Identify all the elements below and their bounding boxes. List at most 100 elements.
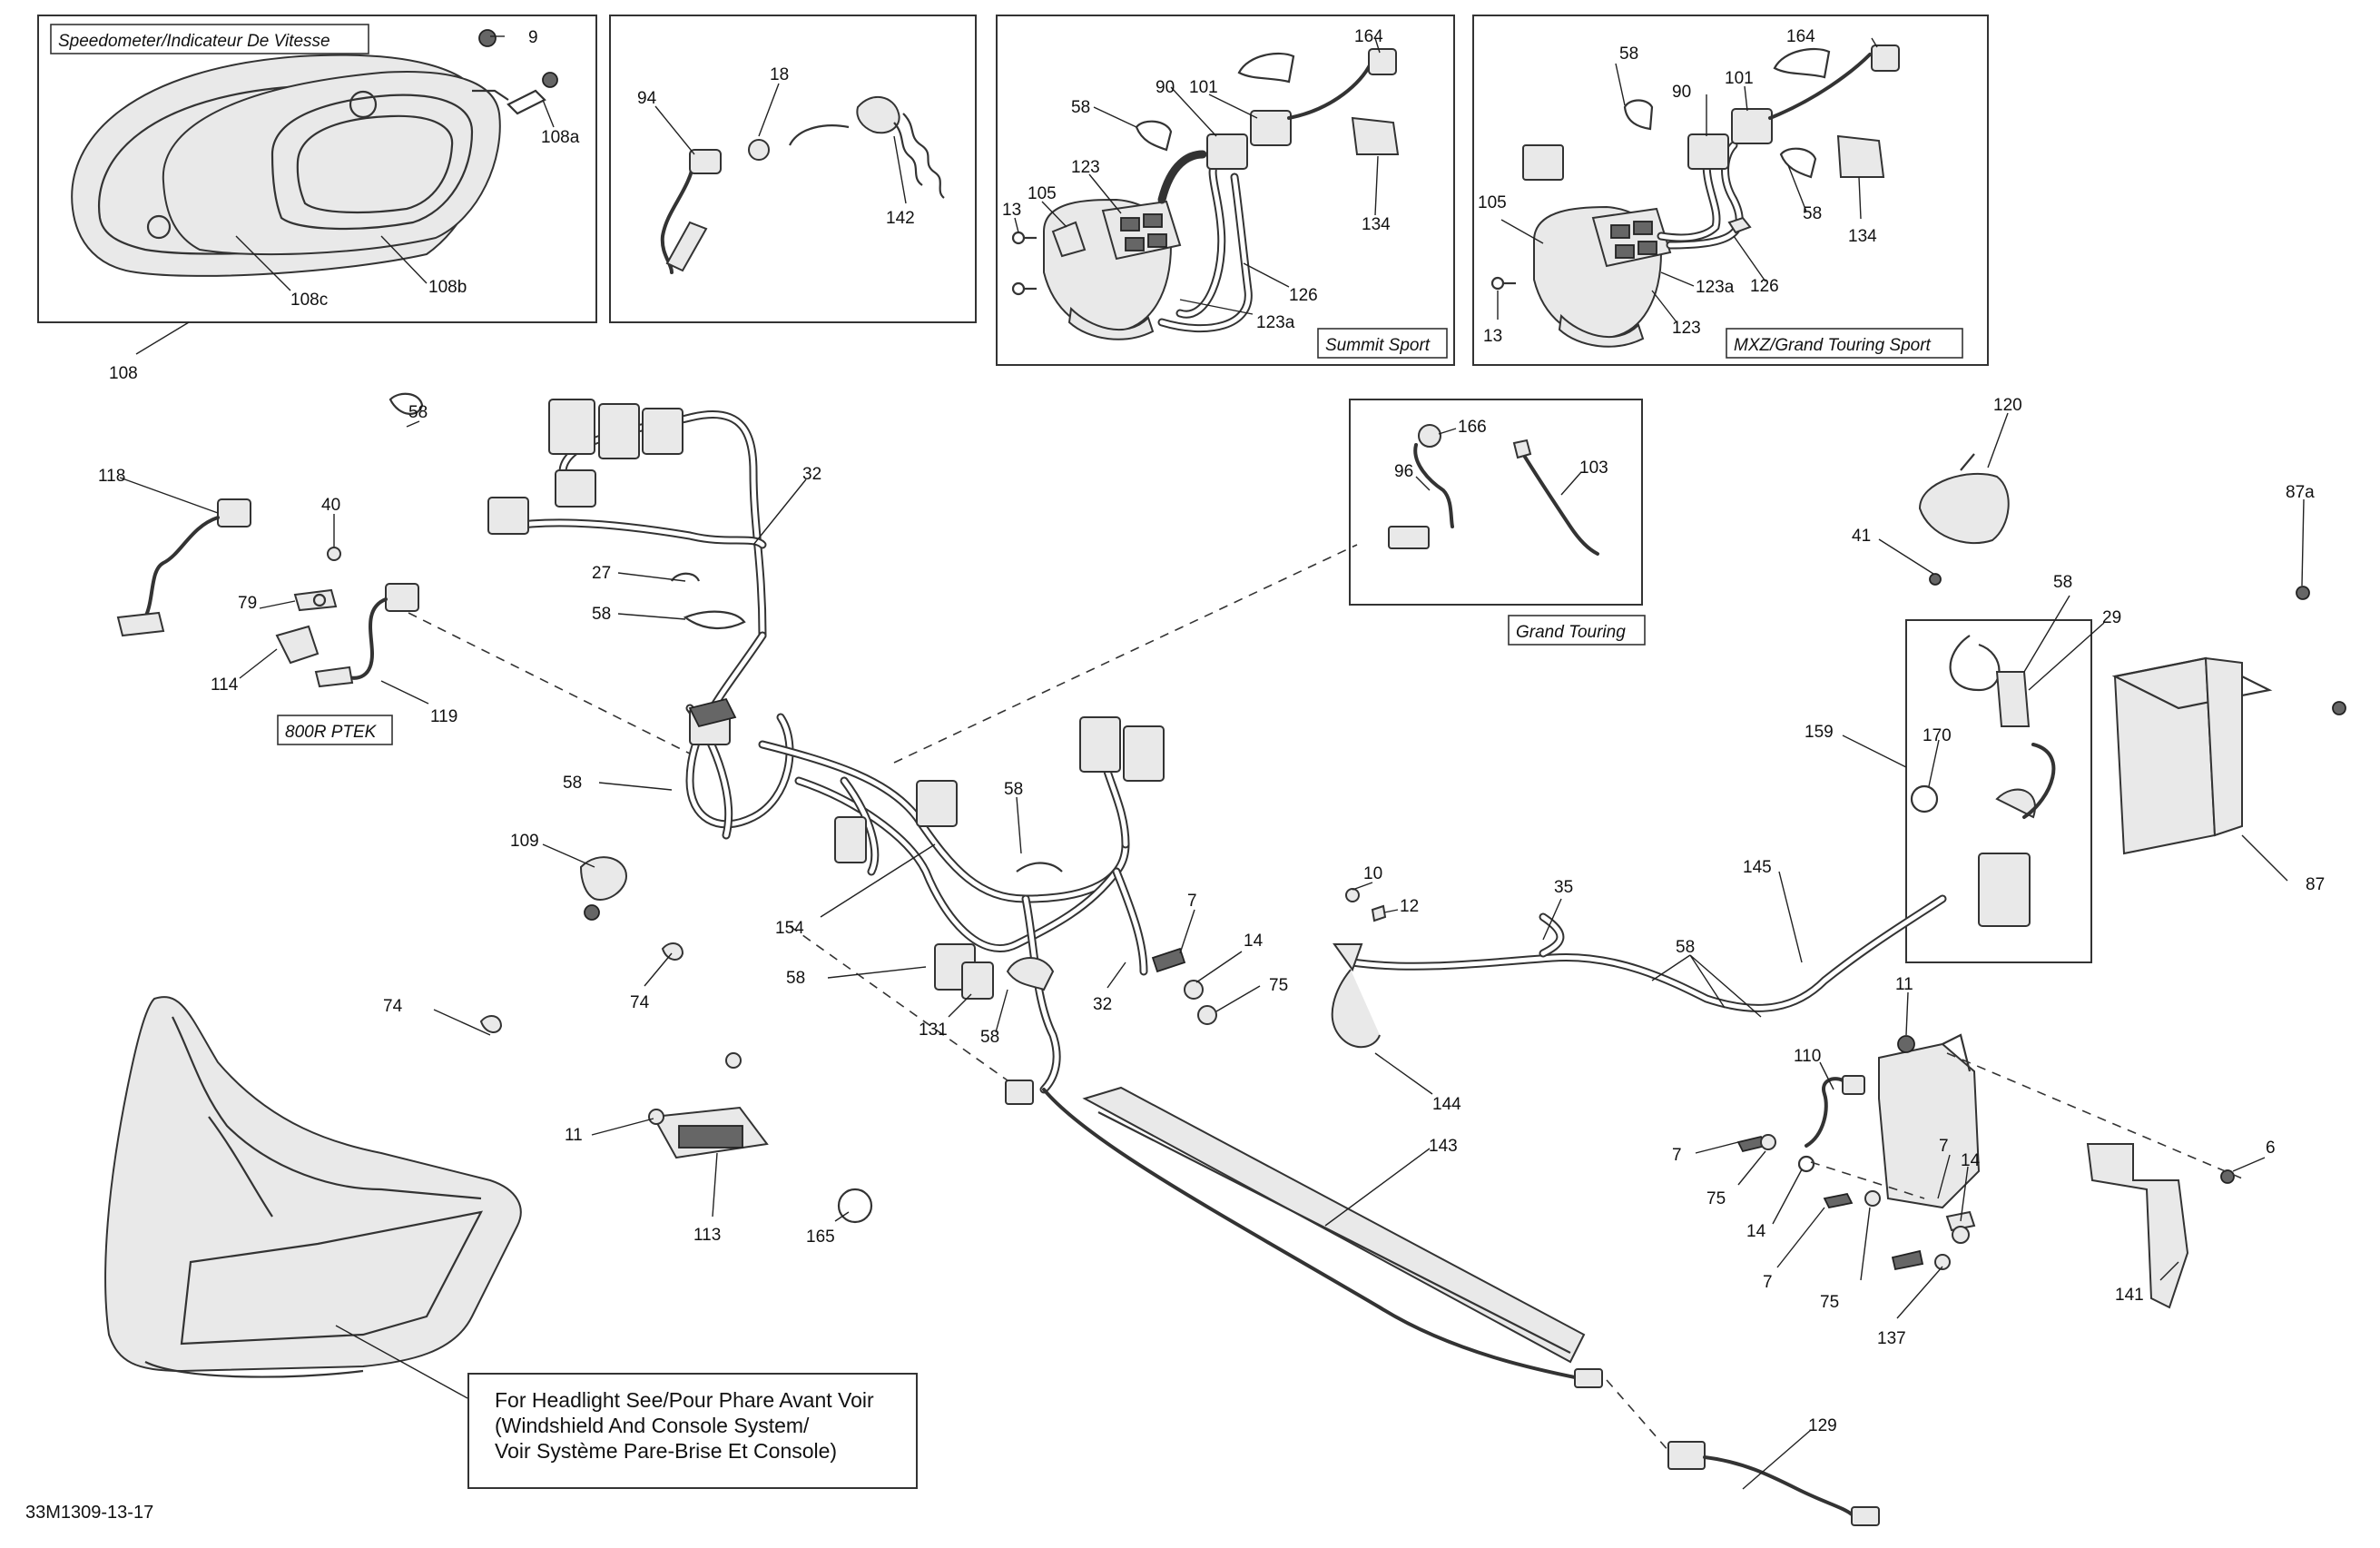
mxz-switch-inset-frame bbox=[1472, 15, 1989, 366]
callout-label: 123a bbox=[1256, 313, 1295, 332]
callout-label: 14 bbox=[1244, 932, 1264, 951]
callout-label: 126 bbox=[1289, 286, 1318, 305]
dashed-connector-129 bbox=[1606, 1379, 1671, 1454]
callout-label: 13 bbox=[1002, 201, 1021, 220]
dashed-connector-14 bbox=[1810, 1161, 1925, 1199]
callout-label: 108c bbox=[290, 291, 328, 310]
callout-label: 103 bbox=[1579, 458, 1608, 478]
callout-label: 90 bbox=[1156, 78, 1175, 97]
callout-label: 165 bbox=[806, 1228, 835, 1247]
callout-label: 75 bbox=[1269, 976, 1288, 995]
callout-label: 58 bbox=[2053, 573, 2072, 592]
callout-label: 134 bbox=[1848, 227, 1877, 246]
callout-label: 12 bbox=[1400, 897, 1419, 916]
mxz-switch-drawing bbox=[1490, 44, 1900, 348]
callout-label: 14 bbox=[1961, 1151, 1981, 1170]
summit-switch-inset-frame bbox=[996, 15, 1455, 366]
callout-label: 142 bbox=[886, 209, 915, 228]
callout-label: 13 bbox=[1483, 327, 1502, 346]
callout-label: 144 bbox=[1432, 1095, 1461, 1114]
mxz-inset-tag bbox=[1726, 328, 1963, 359]
callout-label: 7 bbox=[1939, 1137, 1949, 1156]
callout-label: 58 bbox=[786, 969, 805, 988]
callout-label: 119 bbox=[430, 707, 457, 726]
summit-switch-drawing bbox=[1011, 48, 1400, 340]
callout-label: 134 bbox=[1362, 215, 1391, 234]
speedometer-inset-label: Speedometer/Indicateur De Vitesse bbox=[58, 32, 330, 51]
callout-label: 11 bbox=[1895, 975, 1913, 994]
grand-touring-inset-label: Grand Touring bbox=[1516, 623, 1626, 642]
headlight-assembly-drawing bbox=[104, 996, 522, 1378]
speedometer-cluster-drawing bbox=[71, 29, 558, 277]
callout-label: 7 bbox=[1763, 1273, 1773, 1292]
callout-label: 58 bbox=[980, 1028, 999, 1047]
callout-label: 113 bbox=[693, 1226, 721, 1245]
speedometer-inset-tag bbox=[50, 24, 369, 54]
callout-label: 58 bbox=[1004, 780, 1023, 799]
callout-label: 40 bbox=[321, 496, 340, 515]
callout-label: 14 bbox=[1746, 1222, 1766, 1241]
callout-label: 94 bbox=[637, 89, 657, 108]
callout-label: 108a bbox=[541, 128, 580, 147]
note-line: Voir Système Pare-Brise Et Console) bbox=[495, 1439, 838, 1463]
callout-label: 58 bbox=[563, 774, 582, 793]
callout-label: 7 bbox=[1187, 892, 1197, 911]
callout-label: 137 bbox=[1877, 1329, 1906, 1348]
mxz-inset-label: MXZ/Grand Touring Sport bbox=[1734, 336, 1932, 355]
callout-label: 110 bbox=[1794, 1047, 1821, 1066]
callout-label: 58 bbox=[1619, 44, 1638, 64]
speedometer-inset-frame bbox=[37, 15, 597, 323]
callout-label: 143 bbox=[1429, 1137, 1458, 1156]
callout-label: 126 bbox=[1750, 277, 1779, 296]
dashed-connector-141 bbox=[1946, 1052, 2247, 1181]
headlight-note-box: For Headlight See/Pour Phare Avant Voir … bbox=[467, 1373, 918, 1489]
callout-label: 166 bbox=[1458, 418, 1487, 437]
callout-label: 35 bbox=[1554, 878, 1573, 897]
callout-label: 108 bbox=[109, 364, 138, 383]
callout-label: 164 bbox=[1354, 27, 1383, 46]
dashed-connector-119 bbox=[408, 612, 691, 754]
callout-label: 105 bbox=[1028, 184, 1057, 203]
callout-label: 11 bbox=[565, 1126, 583, 1145]
callout-label: 123a bbox=[1696, 278, 1735, 297]
callout-label: 145 bbox=[1743, 858, 1772, 877]
callout-label: 108b bbox=[428, 278, 467, 297]
callout-label: 10 bbox=[1363, 864, 1382, 883]
callout-label: 75 bbox=[1820, 1293, 1839, 1312]
callout-label: 79 bbox=[238, 594, 257, 613]
callout-label: 105 bbox=[1478, 193, 1507, 212]
callout-label: 101 bbox=[1725, 69, 1754, 88]
callout-label: 27 bbox=[592, 564, 611, 583]
callout-label: 109 bbox=[510, 832, 539, 851]
callout-label: 90 bbox=[1672, 83, 1691, 102]
figure-code: 33M1309-13-17 bbox=[25, 1503, 154, 1523]
callout-label: 6 bbox=[2266, 1139, 2276, 1158]
main-wiring-harness-drawing bbox=[487, 399, 1165, 1105]
middle-parts-drawing bbox=[479, 856, 1880, 1526]
callout-label: 164 bbox=[1786, 27, 1815, 46]
callout-label: 159 bbox=[1805, 723, 1834, 742]
callout-label: 32 bbox=[802, 465, 821, 484]
tether-switch-drawing bbox=[660, 95, 945, 274]
callout-label: 58 bbox=[1676, 938, 1695, 957]
callout-labels: 9 108a 108c 108b 108 94 18 142 58 164 90… bbox=[98, 27, 2325, 1490]
callout-label: 32 bbox=[1093, 995, 1112, 1014]
callout-label: 96 bbox=[1394, 462, 1413, 481]
callout-label: 170 bbox=[1923, 726, 1952, 745]
callout-label: 101 bbox=[1189, 78, 1218, 97]
callout-label: 74 bbox=[383, 997, 403, 1016]
callout-label: 87a bbox=[2286, 483, 2315, 502]
grand-touring-inset-frame bbox=[1349, 399, 1643, 606]
callout-label: 74 bbox=[630, 993, 650, 1012]
grand-touring-wire-drawing bbox=[1388, 424, 1599, 556]
callout-label: 120 bbox=[1993, 396, 2022, 415]
callout-label: 58 bbox=[408, 403, 428, 422]
dashed-connector-grand-touring bbox=[893, 544, 1358, 764]
summit-inset-tag bbox=[1317, 328, 1448, 359]
summit-inset-label: Summit Sport bbox=[1325, 336, 1431, 355]
right-side-parts-drawing bbox=[1331, 453, 2346, 1309]
callout-label: 58 bbox=[1071, 98, 1090, 117]
callout-label: 123 bbox=[1071, 158, 1100, 177]
callout-label: 58 bbox=[1803, 204, 1822, 223]
